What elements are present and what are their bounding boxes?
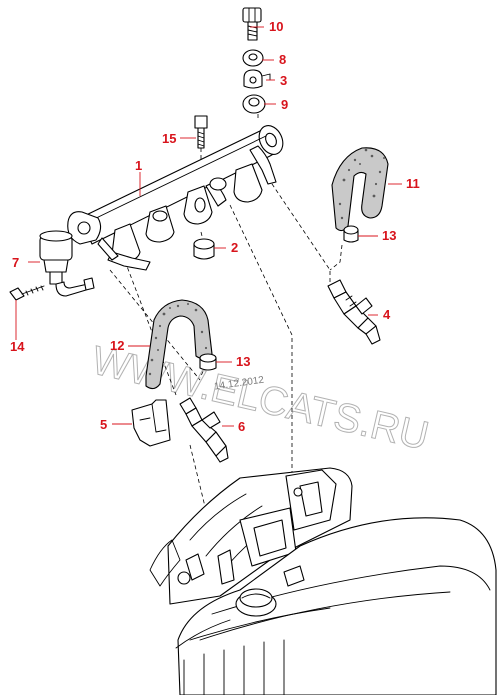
callout-6: 6 [238,419,245,434]
grommet-9 [242,94,266,114]
callout-13-upper: 13 [382,228,396,243]
callout-13-lower: 13 [236,354,250,369]
hose-11 [331,147,389,232]
callout-5: 5 [100,417,107,432]
hose-clamp-13-lower [199,353,217,371]
callout-11: 11 [406,176,420,191]
washer-8 [242,49,264,67]
callout-2: 2 [231,240,238,255]
leader-lines [15,26,402,427]
bolt-15 [194,115,208,149]
callout-9: 9 [281,97,288,112]
callout-8: 8 [279,52,286,67]
watermark: WWW.ELCATS.RU [87,338,433,459]
engine-block [149,467,497,695]
bolt-10 [242,7,262,41]
fuel-rail-1 [67,125,284,271]
pressure-regulator-7 [39,230,95,297]
injector-6 [179,397,229,463]
injector-4 [327,279,381,345]
callout-7: 7 [12,255,19,270]
callout-4: 4 [383,307,391,322]
screw-14 [9,285,45,301]
bracket-5 [131,399,171,447]
callout-14: 14 [10,339,25,354]
watermark-text: WWW.ELCATS.RU [88,338,433,458]
o-ring-2 [193,238,215,260]
callout-15: 15 [162,131,176,146]
callout-3: 3 [280,73,287,88]
callout-1: 1 [135,158,142,173]
hose-12 [145,299,213,390]
clip-3 [243,69,271,89]
callout-10: 10 [269,19,283,34]
callout-12: 12 [110,338,124,353]
callout-labels: 10 8 3 9 15 1 2 7 14 11 13 4 12 13 5 6 [10,19,420,434]
hose-clamp-13-upper [343,225,359,243]
